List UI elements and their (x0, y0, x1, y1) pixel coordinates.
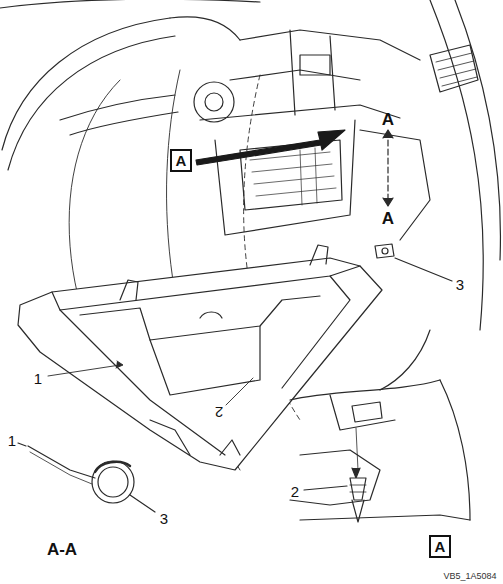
view-marker-box: A (170, 149, 192, 172)
callout-number: 3 (160, 511, 168, 526)
view-arrow (196, 130, 345, 165)
section-marker: A-A (47, 541, 77, 558)
air-vent (430, 45, 478, 92)
view-letter: A (435, 539, 446, 554)
callout-number: 2 (215, 405, 223, 420)
detail-view (290, 330, 470, 522)
section-marker: A (382, 111, 394, 128)
section-marker: A (382, 210, 394, 227)
drawing-code: VB5_1A5084 (443, 572, 496, 581)
callout-number: 3 (456, 277, 464, 292)
clip (375, 130, 452, 281)
section-view (18, 443, 155, 512)
view-marker-box: A (429, 535, 451, 558)
callout-number: 1 (8, 433, 16, 448)
glovebox (18, 245, 382, 470)
callout-number: 1 (34, 371, 42, 386)
view-letter: A (176, 153, 187, 168)
leader-line (48, 361, 253, 405)
callout-number: 2 (291, 484, 299, 499)
steering-wheel (0, 0, 260, 170)
